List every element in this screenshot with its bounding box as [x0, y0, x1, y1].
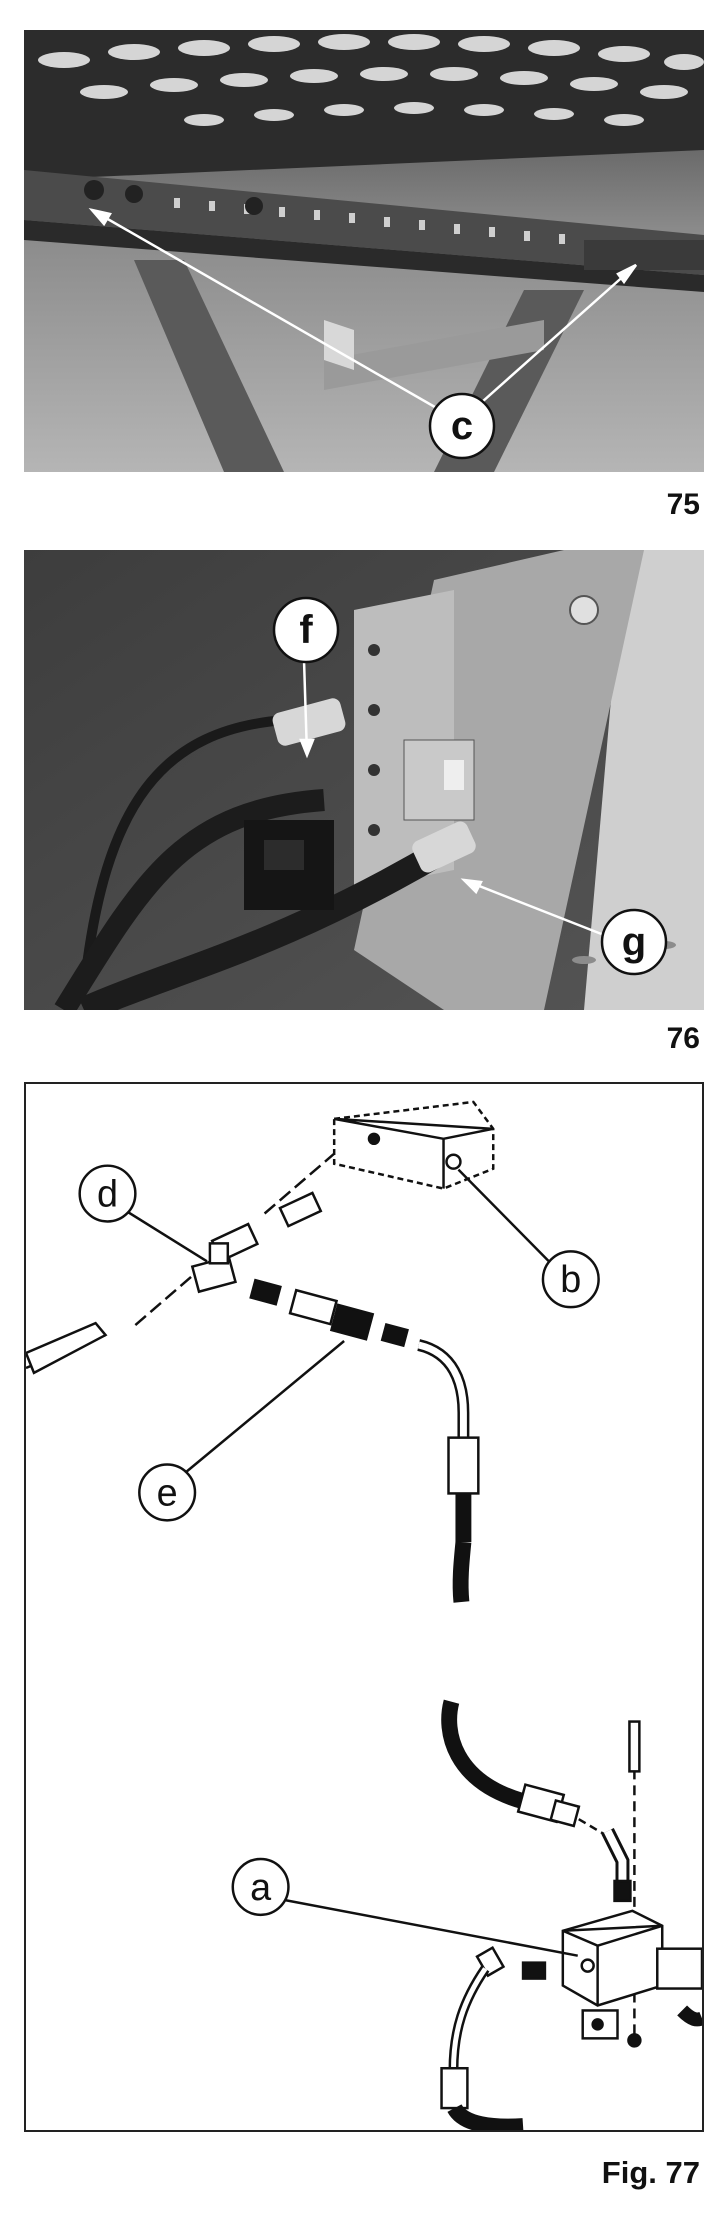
- callout-e: e: [157, 1472, 178, 1514]
- figure-number-75: 75: [666, 488, 700, 521]
- exploded-hydraulic-drawing: d b e a: [24, 1082, 704, 2132]
- callout-f: f: [299, 608, 313, 652]
- photo-75-image: c: [24, 30, 704, 472]
- photo-figure-75: c: [24, 30, 704, 472]
- photo-76-image: f g: [24, 550, 704, 1010]
- figure-number-76: 76: [666, 1022, 700, 1055]
- callout-c: c: [451, 404, 473, 448]
- photo-figure-76: f g: [24, 550, 704, 1010]
- figure-number-77: Fig. 77: [601, 2155, 700, 2190]
- callout-d: d: [97, 1173, 118, 1215]
- callout-g: g: [622, 920, 646, 964]
- callout-a: a: [250, 1867, 272, 1909]
- callout-b: b: [560, 1259, 581, 1301]
- drawing-77-image: d b e a: [26, 1100, 702, 2130]
